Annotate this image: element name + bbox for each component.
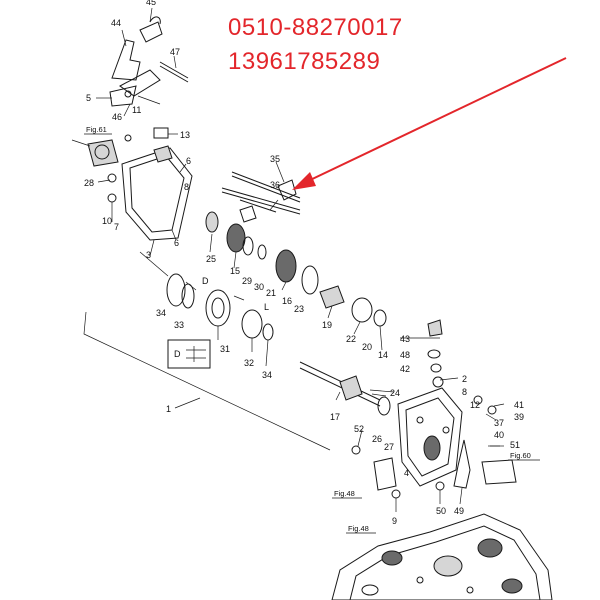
- callout: 51: [510, 440, 520, 450]
- detail-box: [167, 339, 211, 369]
- callout: 42: [400, 364, 410, 374]
- callout: 45: [146, 0, 156, 7]
- callout: 19: [322, 320, 332, 330]
- phone-number-mobile: 13961785289: [228, 48, 381, 75]
- shift-rods: [221, 171, 301, 223]
- callout: 6: [174, 238, 179, 248]
- detail-marker-l: L: [264, 302, 269, 312]
- callout: 52: [354, 424, 364, 434]
- callout: 14: [378, 350, 388, 360]
- callout: 36: [270, 180, 280, 190]
- leader-lines: [96, 7, 505, 512]
- callout: 44: [111, 18, 121, 28]
- callout: 6: [186, 156, 191, 166]
- shift-lever-assembly: [109, 16, 189, 107]
- upper-housing-cover: [71, 127, 193, 241]
- callout: 37: [494, 418, 504, 428]
- callout: 28: [84, 178, 94, 188]
- callout: 30: [254, 282, 264, 292]
- callout: 3: [146, 250, 151, 260]
- callout: 24: [390, 388, 400, 398]
- callout: 49: [454, 506, 464, 516]
- callout: 34: [262, 370, 272, 380]
- callout: 41: [514, 400, 524, 410]
- callout: 13: [180, 130, 190, 140]
- callout: 40: [494, 430, 504, 440]
- callout-numbers: 44 45 47 5 46 11 13 6 28 10 7 3 6 35 36 …: [84, 0, 524, 526]
- callout: 8: [462, 387, 467, 397]
- callout: 4: [404, 468, 409, 478]
- callout: 1: [166, 404, 171, 414]
- callout: 8: [184, 182, 189, 192]
- callout: 15: [230, 266, 240, 276]
- transmission-case: [331, 513, 553, 600]
- callout: 12: [470, 400, 480, 410]
- callout: 11: [132, 105, 141, 115]
- callout: 7: [114, 222, 119, 232]
- callout: 17: [330, 412, 340, 422]
- fig-ref-48-upper: Fig.48: [334, 489, 355, 498]
- assembly-bracket: [83, 311, 331, 451]
- callout: 25: [206, 254, 216, 264]
- fig-ref-48-lower: Fig.48: [348, 524, 369, 533]
- callout: 50: [436, 506, 446, 516]
- callout: 48: [400, 350, 410, 360]
- callout: 29: [242, 276, 252, 286]
- callout: 27: [384, 442, 394, 452]
- right-housing: [351, 319, 517, 499]
- callout: 23: [294, 304, 304, 314]
- callout: 47: [170, 47, 180, 57]
- callout: 43: [400, 334, 410, 344]
- callout: 35: [270, 154, 280, 164]
- detail-marker-d-upper: D: [202, 276, 209, 286]
- callout: 2: [462, 374, 467, 384]
- callout: 39: [514, 412, 524, 422]
- detail-marker-d-box: D: [174, 349, 181, 359]
- callout: 20: [362, 342, 372, 352]
- callout: 16: [282, 296, 292, 306]
- main-shaft: [299, 361, 395, 416]
- gear-train: [139, 211, 387, 341]
- callout: 26: [372, 434, 382, 444]
- callout: 33: [174, 320, 184, 330]
- callout: 9: [392, 516, 397, 526]
- detail-markers: D L D: [174, 276, 269, 359]
- callout: 31: [220, 344, 230, 354]
- callout: 5: [86, 93, 91, 103]
- callout: 22: [346, 334, 356, 344]
- fig-ref-61: Fig.61: [86, 125, 107, 134]
- callout: 46: [112, 112, 122, 122]
- callout: 34: [156, 308, 166, 318]
- callout: 32: [244, 358, 254, 368]
- callout: 10: [102, 216, 112, 226]
- fig-ref-60: Fig.60: [510, 451, 531, 460]
- phone-number-landline: 0510-88270017: [228, 14, 403, 41]
- red-pointer-arrow: [292, 57, 567, 190]
- figure-refs: Fig.61 Fig.48 Fig.60 Fig.48: [84, 125, 540, 534]
- callout: 21: [266, 288, 276, 298]
